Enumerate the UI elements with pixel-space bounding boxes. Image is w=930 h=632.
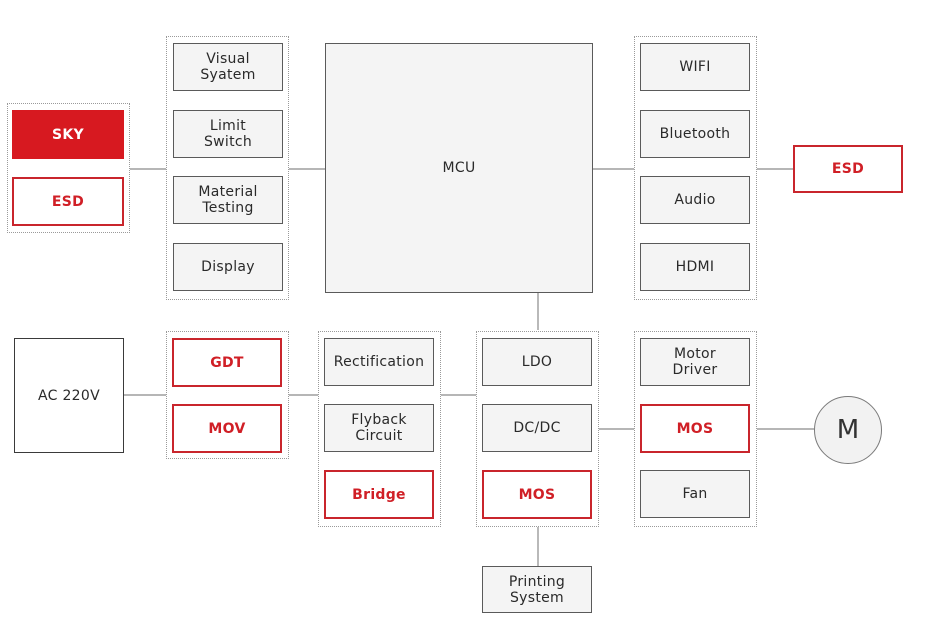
wifi-block: WIFI [640, 43, 750, 91]
flyback-circuit-block: Flyback Circuit [324, 404, 434, 452]
sky-block: SKY [12, 110, 124, 159]
motor-driver-block: Motor Driver [640, 338, 750, 386]
mos-power-block: MOS [482, 470, 592, 519]
mov-block: MOV [172, 404, 282, 453]
gdt-block: GDT [172, 338, 282, 387]
limit-switch-block: Limit Switch [173, 110, 283, 158]
motor-symbol: M [814, 396, 882, 464]
bluetooth-block: Bluetooth [640, 110, 750, 158]
group-surge [166, 331, 289, 459]
dcdc-block: DC/DC [482, 404, 592, 452]
group-comms [634, 36, 757, 300]
fan-block: Fan [640, 470, 750, 518]
esd-left-block: ESD [12, 177, 124, 226]
group-sensors [166, 36, 289, 300]
group-power [476, 331, 599, 527]
group-rectification [318, 331, 441, 527]
material-testing-block: Material Testing [173, 176, 283, 224]
ac-220v-block: AC 220V [14, 338, 124, 453]
printing-system-block: Printing System [482, 566, 592, 613]
mcu-block: MCU [325, 43, 593, 293]
group-protection-left [7, 103, 130, 233]
audio-block: Audio [640, 176, 750, 224]
ldo-block: LDO [482, 338, 592, 386]
esd-right-block: ESD [793, 145, 903, 193]
rectification-block: Rectification [324, 338, 434, 386]
mos-motor-block: MOS [640, 404, 750, 453]
bridge-block: Bridge [324, 470, 434, 519]
display-block: Display [173, 243, 283, 291]
visual-system-block: Visual Syatem [173, 43, 283, 91]
hdmi-block: HDMI [640, 243, 750, 291]
group-motor [634, 331, 757, 527]
